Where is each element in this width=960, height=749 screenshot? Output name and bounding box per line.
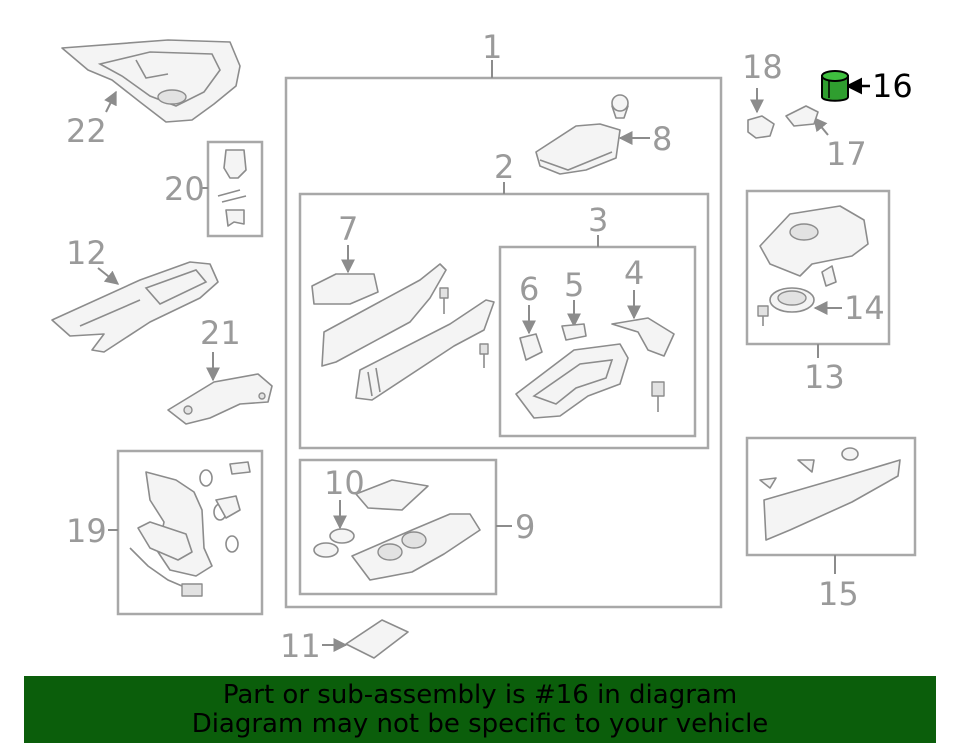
callout-9: 9 [515,508,535,546]
callout-10: 10 [324,464,365,502]
banner-line-2: Diagram may not be specific to your vehi… [191,708,769,739]
callout-17: 17 [826,135,867,173]
callout-1: 1 [482,28,502,66]
part-19-shifter [129,461,251,597]
callout-8: 8 [652,120,672,158]
box-1 [284,76,723,609]
box-19 [116,449,264,616]
leader-17 [813,116,829,136]
part-15-panel [759,447,901,541]
info-banner: Part or sub-assembly is #16 in diagram D… [24,676,936,743]
callout-3: 3 [588,201,608,239]
part-20-shift-knob [217,149,247,227]
part-3-console-bin [515,317,675,419]
callout-22: 22 [66,112,107,150]
part-18-clip [747,115,775,139]
part-7-armrest-pad [311,273,379,305]
callout-20: 20 [164,170,205,208]
callout-18: 18 [742,48,783,86]
callout-14: 14 [844,289,885,327]
part-8-console-lid [535,94,629,175]
callout-4: 4 [624,254,644,292]
part-13-cover [759,205,869,287]
part-12-side-trim [51,261,219,353]
callout-19: 19 [66,512,107,550]
callout-5: 5 [564,266,584,304]
callout-12: 12 [66,234,107,272]
banner-line-1: Part or sub-assembly is #16 in diagram [222,679,738,710]
callout-7: 7 [338,210,358,248]
callout-6: 6 [519,270,539,308]
part-10-mat [313,479,429,558]
leader-22 [104,90,117,113]
parts-diagram: 1 2 3 4 5 6 7 8 9 10 11 12 13 14 15 16 1… [51,28,917,665]
part-22-trim-bezel [61,39,241,123]
part-17-clip [785,105,819,127]
part-11-mat [345,619,409,659]
part-21-bracket [167,373,273,425]
callout-16: 16 [872,67,913,105]
part-16-top [821,70,849,82]
callout-11: 11 [280,627,321,665]
leader-12 [97,267,120,285]
part-14-cup [757,287,815,326]
callout-21: 21 [200,314,241,352]
part-2-side-panels [321,263,495,401]
callout-15: 15 [818,575,859,613]
part-16-highlighted [821,70,849,102]
part-9-cupholder [351,513,481,581]
callout-13: 13 [804,358,845,396]
box-15 [745,436,917,557]
callout-2: 2 [494,148,514,186]
